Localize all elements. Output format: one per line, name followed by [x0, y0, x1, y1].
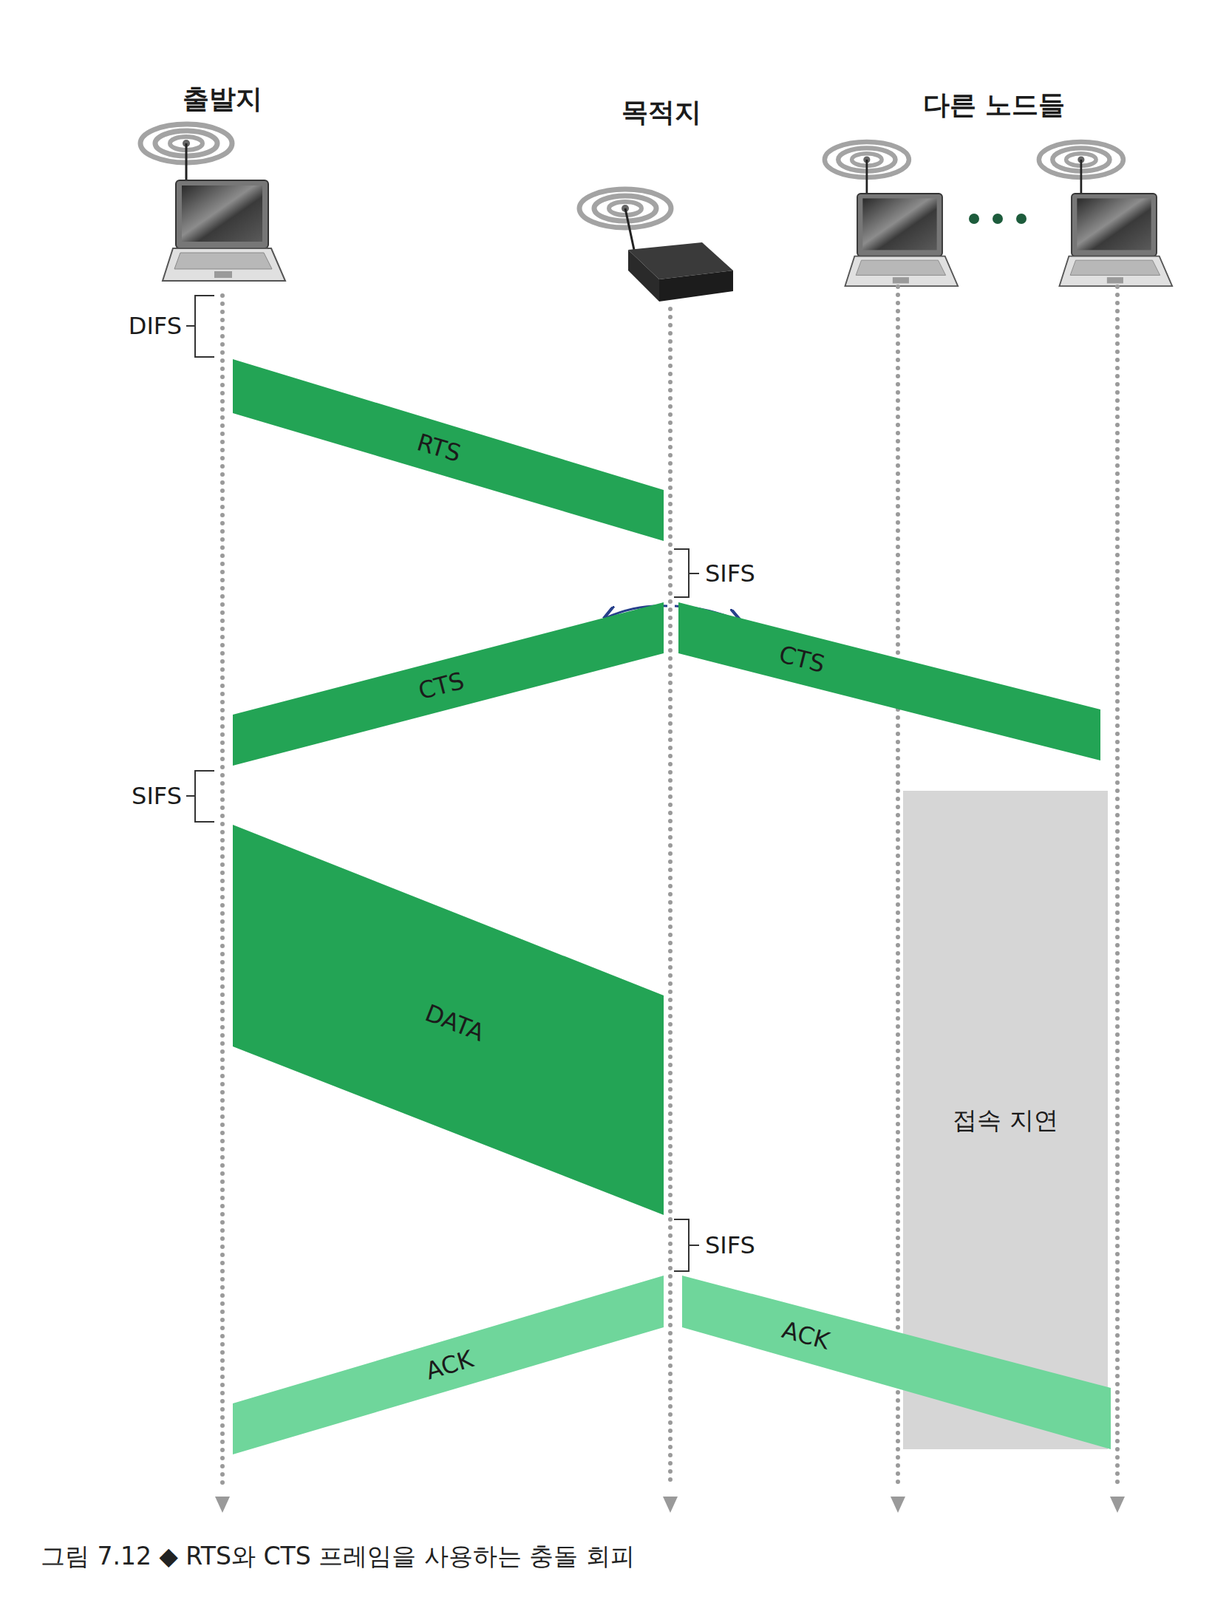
cts-frame: CTS — [232, 602, 664, 766]
data-frame: DATA — [232, 824, 664, 1215]
box-label: 접속 지연 — [952, 1106, 1059, 1135]
station-name: 목적지 — [621, 96, 702, 128]
interval-label: SIFS — [705, 560, 756, 588]
figure-caption: 그림 7.12 ◆ RTS와 CTS 프레임을 사용하는 충돌 회피 — [40, 1542, 635, 1571]
frame-band-shape — [678, 602, 1101, 761]
station-name: 출발지 — [182, 83, 263, 114]
laptop-icon — [140, 124, 286, 281]
frame-band — [682, 1275, 1111, 1450]
time-axis — [222, 286, 1118, 1487]
interval-label: SIFS — [131, 782, 182, 810]
laptop-icon — [1039, 141, 1173, 287]
frame-band-shape — [232, 824, 664, 1215]
frame-band-shape — [232, 1275, 664, 1455]
axis-arrowhead — [215, 1496, 1125, 1513]
cts-frame: CTS — [678, 602, 1101, 761]
router-icon — [579, 189, 734, 302]
rts-frame: RTS — [232, 359, 664, 541]
ack-frame: ACK — [232, 1275, 664, 1455]
ellipsis-dots — [968, 213, 1027, 224]
interval-bracket — [186, 295, 700, 1272]
frame-band-shape — [232, 359, 664, 541]
laptop-icon — [824, 141, 958, 287]
interval-label: SIFS — [705, 1231, 756, 1260]
interval-label: DIFS — [128, 312, 182, 340]
ack-frame: ACK — [682, 1275, 1111, 1450]
frame-band — [678, 602, 1101, 761]
frame-band-shape — [682, 1275, 1111, 1450]
station-name: 다른 노드들 — [923, 89, 1066, 120]
frame-band-shape — [232, 602, 664, 766]
